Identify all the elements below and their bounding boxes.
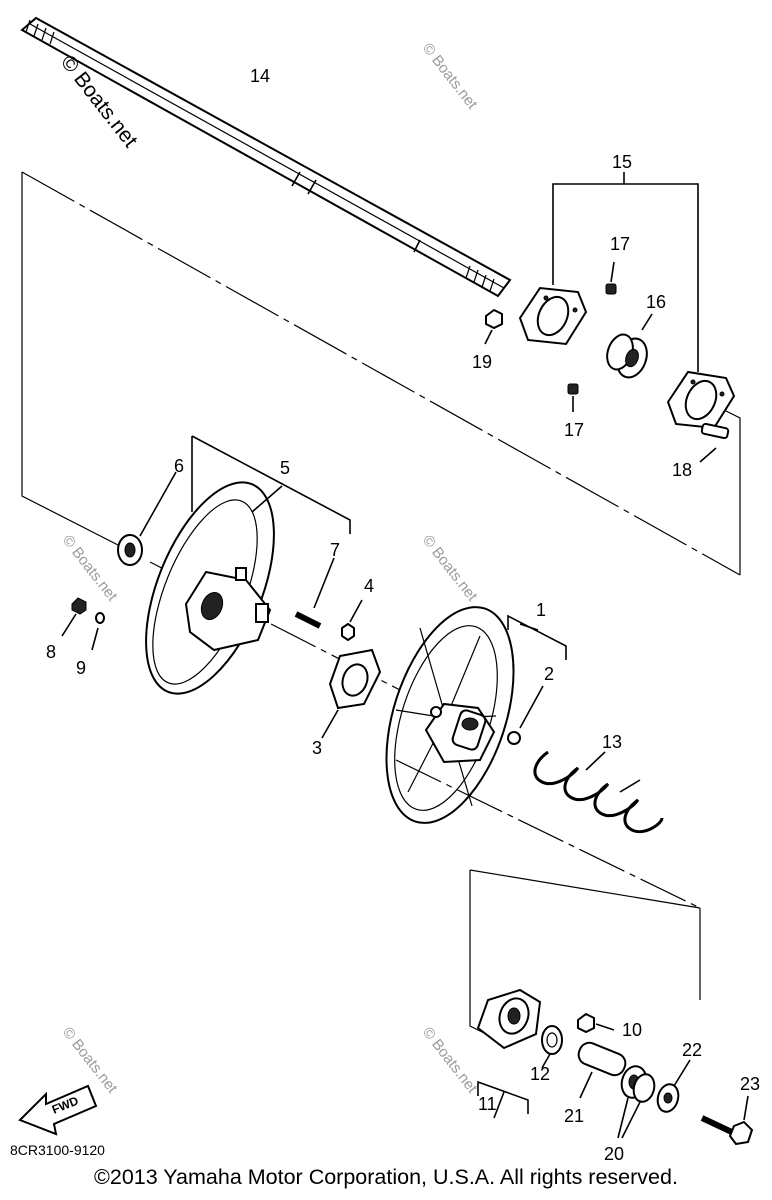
- callout-23: 23: [740, 1074, 760, 1094]
- callout-12: 12: [530, 1064, 550, 1084]
- fwd-arrow-icon: FWD: [18, 1084, 98, 1136]
- watermark-1: © Boats.net: [419, 40, 481, 113]
- plate-part-3: [321, 648, 382, 739]
- assembly-outline-lower: [395, 759, 701, 1035]
- cap-part-11: [476, 988, 542, 1119]
- watermark-2: © Boats.net: [59, 532, 121, 605]
- callout-2: 2: [544, 664, 554, 684]
- callout-7: 7: [330, 540, 340, 560]
- callout-15: 15: [612, 152, 632, 172]
- spring-part-13: [533, 750, 664, 833]
- bolt-part-23: [700, 1095, 754, 1146]
- washer-part-9: [91, 612, 105, 651]
- collar-part-12: [541, 1025, 563, 1069]
- set-screw-part-17: [567, 261, 617, 412]
- nut-part-10: [577, 1012, 615, 1034]
- diagram-code: 8CR3100-9120: [10, 1142, 105, 1158]
- bolt-part-4: [341, 599, 363, 642]
- bolt-part-18: [699, 422, 730, 463]
- watermark-5: © Boats.net: [419, 1024, 481, 1097]
- bracket-15: [552, 172, 699, 372]
- callout-4: 4: [364, 576, 374, 596]
- callout-19: 19: [472, 352, 492, 372]
- callout-20: 20: [604, 1144, 624, 1164]
- bearing-part-16: [606, 313, 653, 379]
- shaft-part-14: [20, 16, 512, 298]
- fixed-sheave-part-5: [145, 435, 351, 695]
- callout-16: 16: [646, 292, 666, 312]
- screw-part-2: [507, 685, 544, 745]
- movable-sheave-part-1: [385, 606, 567, 824]
- assembly-outline-upper: [21, 171, 741, 691]
- callout-17a: 17: [610, 234, 630, 254]
- callout-5: 5: [280, 458, 290, 478]
- bushing-part-6: [117, 471, 177, 566]
- callout-labels: 1 2 3 4 5 6 7 8 9 10 11 12 13 14 15 16 1…: [46, 66, 760, 1164]
- stud-part-7: [294, 557, 335, 629]
- callout-13: 13: [602, 732, 622, 752]
- callout-22: 22: [682, 1040, 702, 1060]
- callout-8: 8: [46, 642, 56, 662]
- callout-17b: 17: [564, 420, 584, 440]
- callout-18: 18: [672, 460, 692, 480]
- callout-3: 3: [312, 738, 322, 758]
- bolt-part-8: [61, 597, 87, 637]
- sleeve-part-21: [577, 1041, 627, 1099]
- copyright-notice: ©2013 Yamaha Motor Corporation, U.S.A. A…: [94, 1165, 678, 1189]
- washer-part-22: [656, 1059, 691, 1113]
- nut-part-19: [484, 308, 503, 345]
- callout-6: 6: [174, 456, 184, 476]
- callout-1: 1: [536, 600, 546, 620]
- bushing-part-20: [617, 1065, 656, 1139]
- watermark-4: © Boats.net: [59, 1024, 121, 1097]
- flange-right-part-15: [666, 370, 736, 430]
- callout-10: 10: [622, 1020, 642, 1040]
- callout-11: 11: [478, 1094, 497, 1114]
- watermark-3: © Boats.net: [419, 532, 481, 605]
- callout-9: 9: [76, 658, 86, 678]
- flange-left-part-15: [518, 286, 588, 346]
- callout-14: 14: [250, 66, 270, 86]
- callout-21: 21: [564, 1106, 584, 1126]
